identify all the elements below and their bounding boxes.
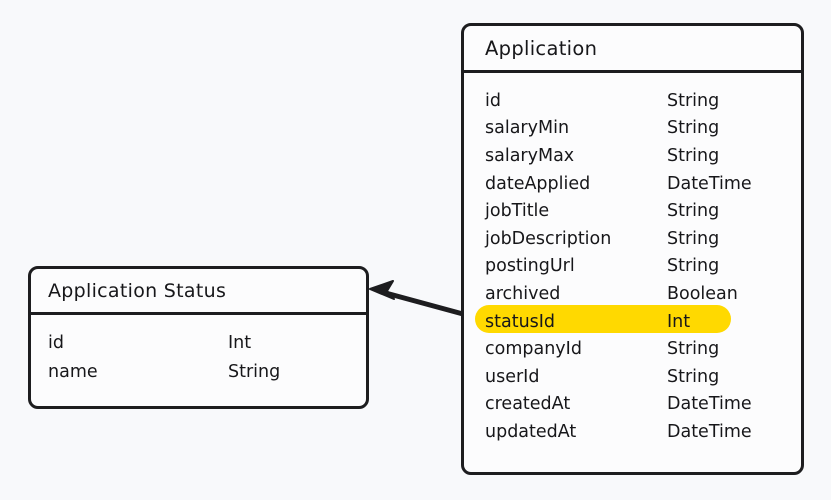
entity-application[interactable]: Application id String salaryMin String s… (461, 23, 804, 475)
field-name: jobDescription (485, 228, 612, 249)
field-name: jobTitle (485, 201, 550, 222)
field-type: String (228, 361, 281, 382)
field-type: String (667, 145, 720, 166)
field-name: createdAt (485, 394, 571, 415)
field-row[interactable]: dateApplied DateTime (485, 170, 801, 198)
field-name: postingUrl (485, 256, 575, 277)
field-row[interactable]: userId String (485, 363, 801, 391)
field-row[interactable]: companyId String (485, 335, 801, 363)
entity-application-title: Application (464, 26, 801, 73)
field-row[interactable]: salaryMax String (485, 142, 801, 170)
field-type: String (667, 118, 720, 139)
field-name: archived (485, 283, 561, 304)
field-name: dateApplied (485, 173, 591, 194)
field-row-highlighted[interactable]: statusId Int (475, 304, 801, 336)
entity-application-status-title: Application Status (31, 269, 366, 315)
field-type: Int (228, 332, 252, 353)
highlight-marker (475, 304, 731, 333)
field-row[interactable]: updatedAt DateTime (485, 418, 801, 446)
field-row[interactable]: jobDescription String (485, 225, 801, 253)
field-type: DateTime (667, 173, 752, 194)
entity-application-status[interactable]: Application Status id Int name String (28, 266, 369, 409)
entity-application-status-fields: id Int name String (31, 315, 366, 386)
field-name: id (48, 332, 64, 353)
field-name: companyId (485, 339, 582, 360)
field-type: DateTime (667, 394, 752, 415)
field-type: String (667, 228, 720, 249)
field-type: String (667, 366, 720, 387)
field-name: id (485, 90, 501, 111)
field-row[interactable]: name String (48, 357, 366, 386)
field-type: String (667, 90, 720, 111)
field-name: name (48, 361, 98, 382)
field-type: String (667, 201, 720, 222)
field-type: String (667, 256, 720, 277)
entity-application-status-title-text: Application Status (48, 279, 227, 302)
entity-application-title-text: Application (485, 36, 598, 60)
field-row[interactable]: jobTitle String (485, 197, 801, 225)
field-row[interactable]: salaryMin String (485, 115, 801, 143)
field-row[interactable]: archived Boolean (485, 280, 801, 308)
field-row[interactable]: postingUrl String (485, 253, 801, 281)
field-name: updatedAt (485, 421, 577, 442)
field-type: DateTime (667, 421, 752, 442)
field-row[interactable]: createdAt DateTime (485, 391, 801, 419)
field-type: Boolean (667, 283, 738, 304)
field-name: salaryMin (485, 118, 570, 139)
field-name: statusId (485, 311, 556, 332)
field-name: userId (485, 366, 540, 387)
field-row[interactable]: id Int (48, 328, 366, 357)
field-name: salaryMax (485, 145, 575, 166)
relationship-arrow[interactable] (360, 268, 475, 328)
field-type: String (667, 339, 720, 360)
entity-application-fields: id String salaryMin String salaryMax Str… (464, 73, 801, 446)
field-row[interactable]: id String (485, 87, 801, 115)
field-type: Int (667, 311, 691, 332)
